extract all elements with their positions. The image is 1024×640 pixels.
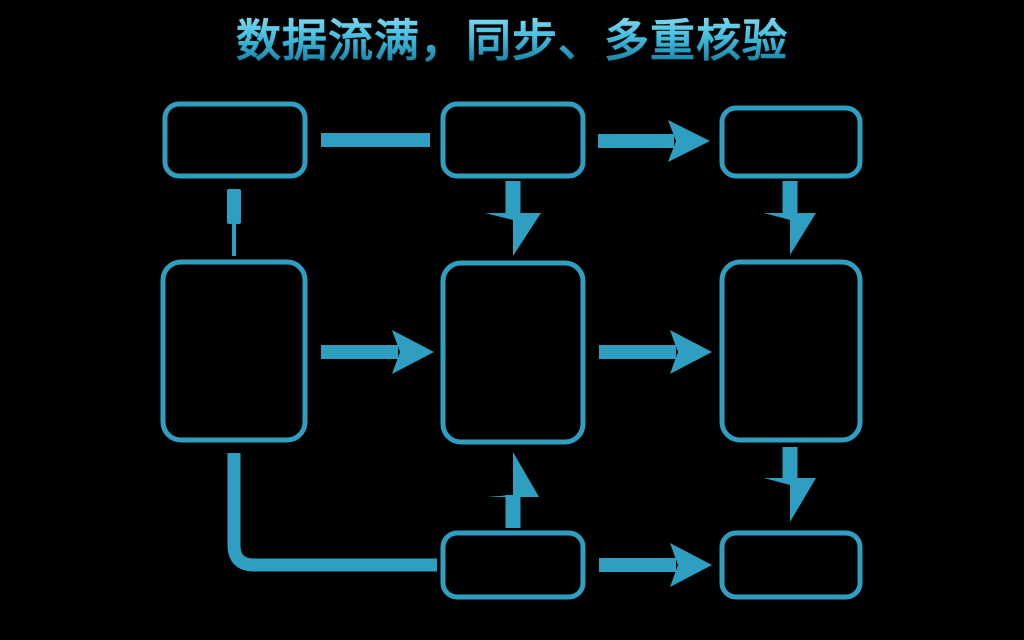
edge-middleright-to-bottomright (764, 447, 816, 522)
edge-bottommiddle-to-middlecenter (487, 452, 539, 528)
node-bottom-middle[interactable] (440, 530, 586, 600)
node-middle-left[interactable] (160, 259, 308, 443)
edge-topright-to-middleright (764, 181, 816, 255)
edge-middleleft-to-middlecenter (321, 330, 434, 374)
page-title: 数据流满，同步、多重核验 (0, 18, 1024, 63)
edge-topleft-to-middleleft (227, 189, 241, 256)
node-top-left[interactable] (162, 101, 308, 179)
edge-topmiddle-to-middlecenter (485, 181, 541, 256)
node-middle-center[interactable] (440, 260, 586, 445)
node-top-right[interactable] (719, 105, 863, 179)
edge-topmiddle-to-topright (598, 120, 710, 162)
node-top-middle[interactable] (440, 101, 586, 179)
node-middle-right[interactable] (719, 259, 863, 443)
node-bottom-right[interactable] (719, 530, 863, 600)
edge-middleleft-to-bottommiddle (227, 453, 437, 572)
edge-middlecenter-to-middleright (599, 330, 712, 374)
edge-bottommiddle-to-bottomright (599, 543, 712, 587)
